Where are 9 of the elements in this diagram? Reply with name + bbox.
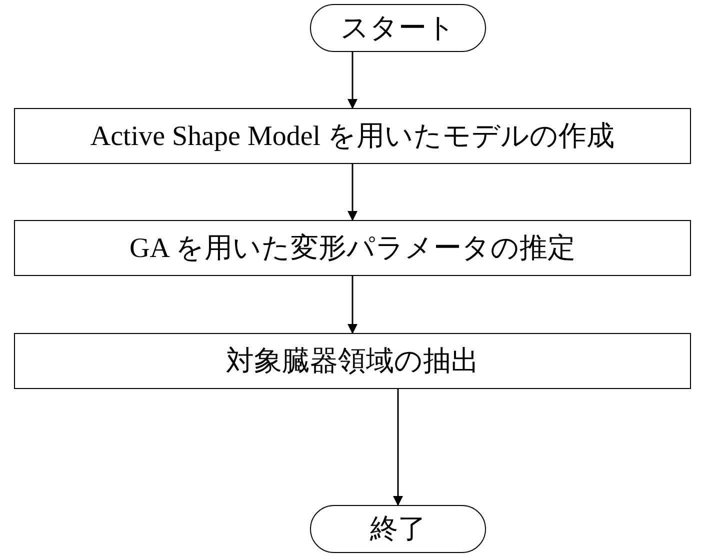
arrow bbox=[348, 52, 358, 109]
process-box: GA を用いた変形パラメータの推定 bbox=[14, 220, 691, 276]
arrow bbox=[393, 389, 403, 506]
arrow bbox=[348, 276, 358, 334]
process-box: Active Shape Model を用いたモデルの作成 bbox=[14, 108, 691, 164]
terminal-shape: スタート bbox=[310, 4, 486, 52]
arrow bbox=[348, 164, 358, 221]
terminal-shape: 終了 bbox=[310, 505, 486, 553]
process-box: 対象臓器領域の抽出 bbox=[14, 333, 691, 389]
